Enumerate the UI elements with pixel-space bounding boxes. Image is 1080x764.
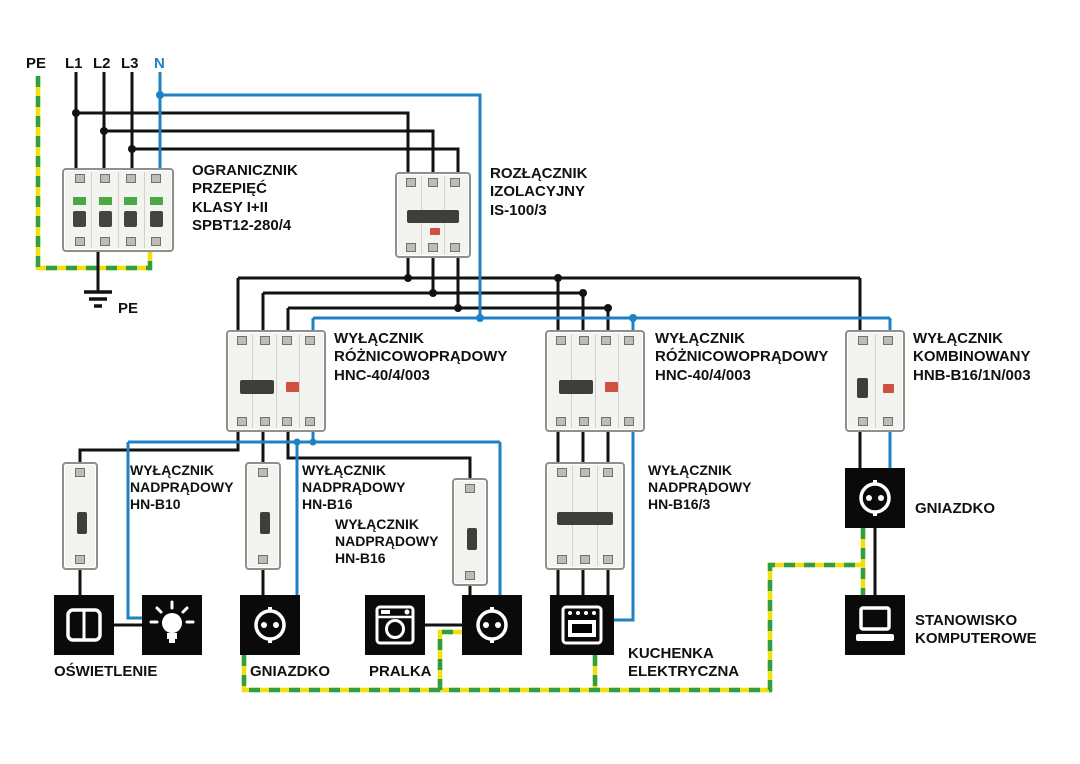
- switch-handle: [557, 512, 613, 525]
- socket2-label: GNIAZDKO: [915, 500, 995, 517]
- switch-handle: [77, 512, 87, 534]
- surge-protector-device: [62, 168, 174, 252]
- bulb-icon: [142, 595, 202, 655]
- l3-feed-label: L3: [121, 55, 139, 72]
- isolator-switch-device: [395, 172, 471, 258]
- module-dividers: [66, 172, 170, 248]
- plug-modules: [67, 211, 169, 227]
- module-dividers: [849, 334, 901, 428]
- terminal-row: [250, 555, 276, 564]
- terminal-row: [850, 336, 900, 345]
- combined-breaker-label: WYŁĄCZNIK KOMBINOWANY HNB-B16/1N/003: [913, 330, 1031, 384]
- terminal-row: [67, 174, 169, 183]
- terminal-row: [457, 484, 483, 493]
- terminal-row: [550, 336, 640, 345]
- terminal-row: [400, 243, 466, 252]
- pe-wire-green: [35, 76, 866, 693]
- switch-handle: [467, 528, 477, 550]
- ground-pe-label: PE: [118, 300, 139, 317]
- status-indicators: [67, 197, 169, 205]
- isolator-label: ROZŁĄCZNIK IZOLACYJNY IS-100/3: [490, 165, 588, 219]
- rcd1-label: WYŁĄCZNIK RÓŻNICOWOPRĄDOWY HNC-40/4/003: [334, 330, 508, 384]
- mcb-b16-a-label: WYŁĄCZNIK NADPRĄDOWY HN-B16: [302, 462, 406, 513]
- lighting-label: OŚWIETLENIE: [54, 663, 158, 680]
- mcb-b16-a-device: [245, 462, 281, 570]
- pe-feed-label: PE: [26, 55, 47, 72]
- oven-icon: [550, 595, 614, 655]
- mcb-b10-device: [62, 462, 98, 570]
- test-button: [605, 382, 618, 392]
- mcb-b16-b-device: [452, 478, 488, 586]
- rcd2-device: [545, 330, 645, 432]
- switch-handle: [407, 210, 459, 223]
- terminal-row: [550, 417, 640, 426]
- phase-wires: [74, 72, 877, 627]
- computer-label: STANOWISKO KOMPUTEROWE: [915, 612, 1037, 648]
- terminal-row: [231, 417, 321, 426]
- terminal-row: [250, 468, 276, 477]
- combined-breaker-device: [845, 330, 905, 432]
- switch-handle: [857, 378, 868, 398]
- terminal-row: [67, 237, 169, 246]
- socket1-label: GNIAZDKO: [250, 663, 330, 680]
- ground-icon: [84, 290, 112, 308]
- socket-icon: [845, 468, 905, 528]
- socket-icon: [462, 595, 522, 655]
- switch-handle: [559, 380, 593, 394]
- surge-protector-label: OGRANICZNIK PRZEPIĘĆ KLASY I+II SPBT12-2…: [192, 162, 298, 234]
- terminal-row: [550, 468, 620, 477]
- indicator: [430, 228, 440, 235]
- neutral-junction-dots: [156, 91, 637, 446]
- laptop-icon: [845, 595, 905, 655]
- test-button: [286, 382, 299, 392]
- terminal-row: [850, 417, 900, 426]
- terminal-row: [550, 555, 620, 564]
- mcb-b16-b-label: WYŁĄCZNIK NADPRĄDOWY HN-B16: [335, 516, 439, 567]
- mcb-b16-3-device: [545, 462, 625, 570]
- cooker-label: KUCHENKA ELEKTRYCZNA: [628, 645, 740, 681]
- light-switch-icon: [54, 595, 114, 655]
- l1-feed-label: L1: [65, 55, 83, 72]
- test-button: [883, 384, 894, 393]
- rcd1-device: [226, 330, 326, 432]
- switch-handle: [240, 380, 274, 394]
- terminal-row: [400, 178, 466, 187]
- terminal-row: [457, 571, 483, 580]
- terminal-row: [231, 336, 321, 345]
- socket-icon: [240, 595, 300, 655]
- mcb-b10-label: WYŁĄCZNIK NADPRĄDOWY HN-B10: [130, 462, 234, 513]
- terminal-row: [67, 555, 93, 564]
- mcb-b16-3-label: WYŁĄCZNIK NADPRĄDOWY HN-B16/3: [648, 462, 752, 513]
- n-feed-label: N: [154, 55, 165, 72]
- rcd2-label: WYŁĄCZNIK RÓŻNICOWOPRĄDOWY HNC-40/4/003: [655, 330, 829, 384]
- washer-label: PRALKA: [369, 663, 432, 680]
- washing-machine-icon: [365, 595, 425, 655]
- l2-feed-label: L2: [93, 55, 111, 72]
- switch-handle: [260, 512, 270, 534]
- phase-junction-dots: [72, 109, 612, 312]
- terminal-row: [67, 468, 93, 477]
